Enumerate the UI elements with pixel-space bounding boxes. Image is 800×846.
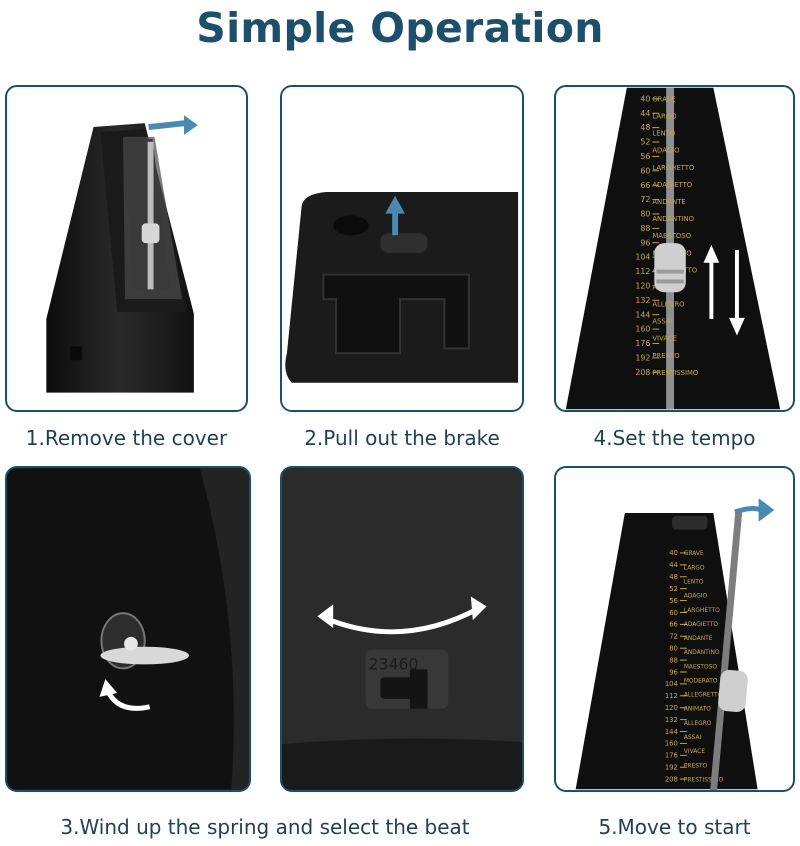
tempo-number: 72 [669, 633, 678, 641]
tempo-word: GRAVE [684, 551, 704, 557]
tempo-word: ADAGIO [652, 147, 680, 155]
tempo-number: 104 [665, 680, 678, 688]
tempo-number: 112 [635, 267, 650, 276]
tempo-number: 56 [669, 597, 678, 605]
step-wind-spring-panel [5, 466, 251, 792]
page-title: Simple Operation [196, 4, 604, 52]
tempo-word: VIVACE [652, 335, 677, 343]
tempo-word: ADAGIO [684, 594, 708, 600]
tempo-number: 160 [665, 740, 678, 748]
step-1-caption: 1.Remove the cover [25, 426, 228, 450]
step-3-caption: 3.Wind up the spring and select the beat [60, 815, 470, 839]
tempo-number: 132 [665, 716, 678, 724]
step-move-start-panel: 40 44 48 52 56 60 66 72 80 88 96 104 112 120 132 144 160… [554, 466, 795, 792]
tempo-number: 132 [635, 296, 650, 305]
tempo-number: 52 [669, 585, 678, 593]
tempo-word: LARGHETTO [684, 608, 720, 614]
metronome-pendulum-image: 40 44 48 52 56 60 66 72 80 88 96 104 112 120 132 144 160… [575, 498, 775, 790]
tempo-number: 144 [635, 310, 650, 319]
brake-closeup-image [282, 87, 522, 410]
tempo-word: ADAGIETTO [684, 622, 719, 628]
step-remove-cover-panel [5, 85, 248, 412]
tempo-number: 192 [665, 764, 678, 772]
tempo-word: ANDANTE [684, 636, 713, 642]
tempo-word: ANDANTINO [652, 215, 694, 223]
tempo-word: MAESTOSO [684, 664, 718, 670]
tempo-word: ANIMATO [684, 707, 711, 713]
tempo-number: 56 [640, 152, 650, 161]
tempo-word: ALLEGRO [684, 721, 712, 727]
tempo-number: 44 [669, 561, 678, 569]
tempo-scale-image: 40 44 48 52 56 60 66 72 80 88 96 104 112 120 132 144 160… [565, 87, 781, 410]
tempo-number: 208 [665, 775, 678, 783]
tempo-word: PRESTO [652, 352, 680, 360]
step-5-caption: 5.Move to start [598, 815, 751, 839]
tempo-word: LARGO [652, 113, 677, 121]
tempo-word: ALLEGRO [652, 301, 685, 309]
tempo-number: 72 [640, 195, 650, 204]
step-4-caption: 4.Set the tempo [593, 426, 756, 450]
tempo-number: 104 [635, 253, 650, 262]
tempo-number: 40 [640, 94, 650, 103]
tempo-word: LARGHETTO [652, 164, 695, 172]
tempo-number: 52 [640, 138, 650, 147]
beat-dial-image: 23460 [282, 468, 522, 790]
tempo-number: 96 [640, 238, 650, 247]
tempo-number: 60 [669, 609, 678, 617]
beat-dial-numbers: 23460 [369, 654, 419, 673]
tempo-word: LENTO [684, 580, 704, 586]
tempo-word: MODERATO [684, 678, 718, 684]
tempo-number: 88 [640, 224, 650, 233]
tempo-number: 66 [669, 621, 678, 629]
tempo-word: ALLEGRETTO [684, 693, 723, 699]
tempo-number: 60 [640, 166, 650, 175]
tempo-word: ADAGIETTO [652, 181, 692, 189]
tempo-word: PRESTISSIMO [684, 777, 724, 783]
tempo-number: 120 [635, 282, 650, 291]
tempo-number: 176 [665, 752, 678, 760]
tempo-number: 208 [635, 368, 650, 377]
wind-key-image [7, 468, 249, 790]
tempo-word: ASSAI [652, 318, 672, 326]
tempo-number: 120 [665, 704, 678, 712]
tempo-word: GRAVE [652, 95, 675, 103]
tempo-word: VIVACE [684, 749, 705, 755]
tempo-number: 176 [635, 339, 650, 348]
tempo-number: 48 [640, 123, 650, 132]
tempo-word: LENTO [652, 130, 676, 138]
tempo-number: 80 [640, 210, 650, 219]
step-select-beat-panel: 23460 [280, 466, 524, 792]
tempo-word: ASSAI [684, 735, 702, 741]
tempo-number: 160 [635, 325, 650, 334]
tempo-number: 192 [635, 353, 650, 362]
tempo-number: 66 [640, 181, 650, 190]
tempo-word: LARGO [684, 565, 705, 571]
tempo-number: 44 [640, 109, 650, 118]
tempo-number: 80 [669, 644, 678, 652]
step-pull-brake-panel [280, 85, 524, 412]
tempo-number: 112 [665, 692, 678, 700]
tempo-word: ANDANTE [652, 198, 685, 206]
tempo-number: 144 [665, 728, 678, 736]
tempo-number: 88 [669, 656, 678, 664]
metronome-closed-image [46, 115, 198, 393]
tempo-word: MAESTOSO [652, 232, 691, 240]
tempo-word: PRESTO [684, 763, 708, 769]
tempo-word: ANDANTINO [684, 650, 720, 656]
step-set-tempo-panel: 40 44 48 52 56 60 66 72 80 88 96 104 112 120 132 144 160… [554, 85, 795, 412]
tempo-number: 40 [669, 549, 678, 557]
tempo-number: 48 [669, 573, 678, 581]
step-2-caption: 2.Pull out the brake [304, 426, 500, 450]
tempo-number: 96 [669, 668, 678, 676]
tempo-word: PRESTISSIMO [652, 369, 699, 377]
